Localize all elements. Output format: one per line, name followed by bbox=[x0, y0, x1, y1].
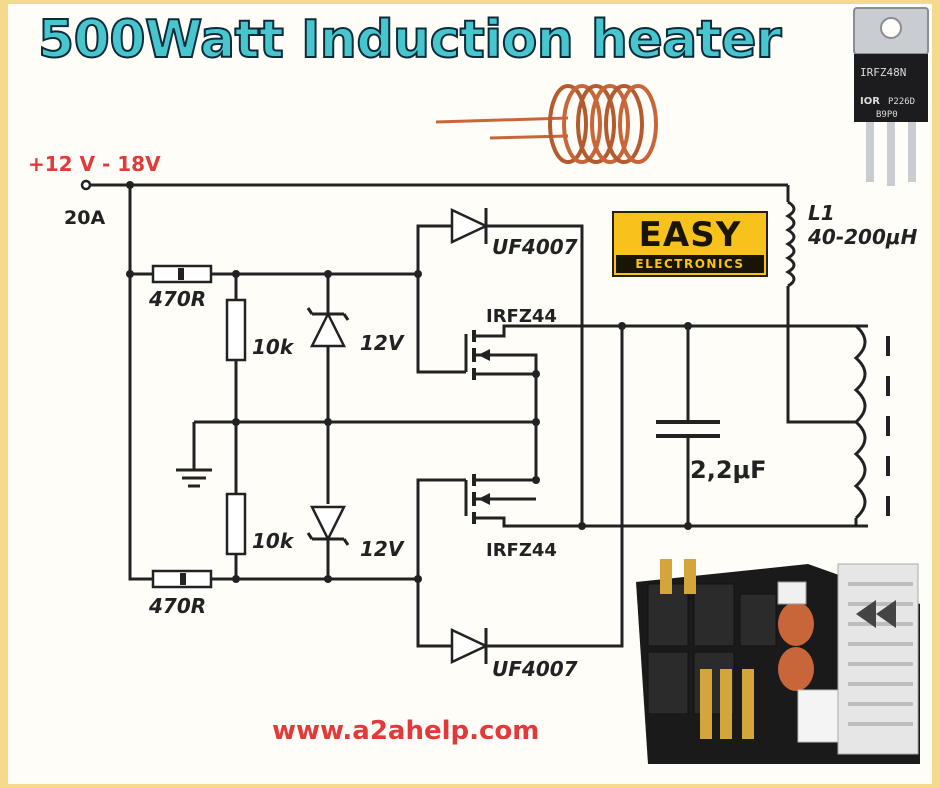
work-coil bbox=[853, 324, 867, 520]
junction-dot bbox=[126, 270, 134, 278]
diode-top-wire-left bbox=[416, 224, 452, 274]
supply-voltage-label: +12 V - 18V bbox=[28, 152, 161, 176]
left-rail-wire bbox=[128, 185, 153, 581]
diode-uf4007-bottom bbox=[450, 628, 489, 664]
website-link[interactable]: www.a2ahelp.com bbox=[272, 716, 540, 746]
diode-bottom-wire-right bbox=[486, 326, 624, 648]
supply-terminal bbox=[80, 179, 92, 191]
diode-uf4007-top bbox=[450, 208, 489, 244]
work-coil-leads bbox=[854, 324, 868, 526]
mosfet-photo-part: IRFZ48N bbox=[860, 66, 906, 79]
junction-dot bbox=[532, 476, 540, 484]
capacitor-label: 2,2μF bbox=[690, 456, 767, 484]
diode-bottom-wire-left bbox=[416, 579, 452, 648]
mosfet-bottom-drain bbox=[474, 516, 868, 528]
logo-line1: EASY bbox=[638, 215, 742, 255]
capacitor-2-2uf bbox=[656, 420, 720, 438]
zener-diode-top bbox=[309, 311, 347, 348]
zener-diode-bottom bbox=[309, 505, 347, 542]
junction-dot bbox=[232, 418, 240, 426]
easy-electronics-logo: EASY ELECTRONICS bbox=[612, 211, 768, 277]
mosfet-top-arrow bbox=[478, 349, 490, 361]
diode-top-wire-right bbox=[486, 224, 584, 526]
mosfet-photo-code: P226D bbox=[888, 97, 915, 107]
mosfet-top-source bbox=[474, 353, 538, 422]
logo-line2: ELECTRONICS bbox=[616, 255, 764, 273]
r-top-label: 470R bbox=[148, 287, 206, 311]
diode-top-label: UF4007 bbox=[492, 235, 578, 259]
resistor-10k-top bbox=[225, 298, 247, 362]
r10k-bottom-label: 10k bbox=[252, 529, 295, 553]
ground-icon bbox=[176, 468, 212, 488]
mosfet-photo: IRFZ48N IOR P226D B9P0 bbox=[853, 7, 929, 186]
r-bottom-label: 470R bbox=[148, 594, 206, 618]
resistor-10k-bottom bbox=[225, 492, 247, 556]
heater-module-image bbox=[636, 559, 920, 764]
junction-dot bbox=[578, 522, 586, 530]
resistor-marking bbox=[178, 268, 184, 280]
copper-coil-image bbox=[435, 84, 658, 164]
mosfet-bottom-label: IRFZ44 bbox=[486, 540, 557, 561]
junction-dot bbox=[532, 370, 540, 378]
mosfet-top-gate-wire bbox=[416, 274, 466, 374]
schematic-diagram: 470R 470R 10k 10k 12V 12V UF4007 UF4007 … bbox=[80, 7, 929, 764]
zener-bottom-label: 12V bbox=[360, 537, 405, 561]
inductor-l1 bbox=[785, 200, 796, 288]
mosfet-bottom-arrow bbox=[478, 493, 490, 505]
l1-value-label: 40-200μH bbox=[807, 225, 918, 249]
resistor-marking bbox=[180, 573, 186, 585]
supply-current-label: 20A bbox=[64, 207, 106, 229]
mosfet-bottom-source bbox=[474, 422, 538, 482]
mosfet-top-drain bbox=[474, 324, 622, 338]
r10k-top-label: 10k bbox=[252, 335, 295, 359]
l1-name-label: L1 bbox=[808, 201, 835, 225]
zener-bottom-bar bbox=[306, 532, 350, 546]
mosfet-photo-maker: IOR bbox=[860, 96, 880, 107]
mosfet-photo-lot: B9P0 bbox=[876, 110, 898, 120]
junction-dot bbox=[618, 322, 626, 330]
l1-lead-bottom bbox=[786, 286, 856, 424]
junction-dot bbox=[532, 418, 540, 426]
zener-top-label: 12V bbox=[360, 331, 405, 355]
mosfet-bottom-gate-wire bbox=[416, 478, 466, 579]
mosfet-top-label: IRFZ44 bbox=[486, 306, 557, 327]
diode-bottom-label: UF4007 bbox=[492, 657, 578, 681]
page-title: 500Watt Induction heater bbox=[37, 9, 783, 71]
